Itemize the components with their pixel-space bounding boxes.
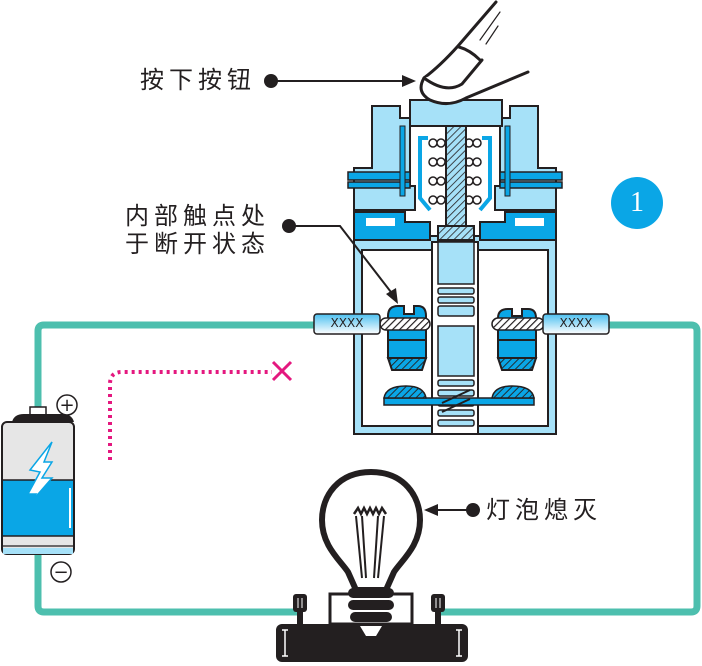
step-badge: 1 [611, 177, 663, 229]
wire-marks-right: XXXX [560, 316, 593, 330]
light-bulb-icon [276, 468, 468, 662]
contacts-leader [282, 219, 398, 304]
blocked-current-path [108, 360, 293, 460]
push-button-switch[interactable]: XXXX XXXX [313, 99, 610, 435]
contacts-label-line1: 内部触点处 [125, 202, 270, 230]
lamp-leader [424, 503, 480, 517]
negative-symbol: − [53, 562, 68, 583]
positive-symbol: + [59, 395, 74, 416]
positive-terminal-icon [56, 394, 78, 416]
press-button-label: 按下按钮 [140, 66, 256, 94]
press-button-leader [264, 74, 416, 88]
left-contact-screw [379, 305, 431, 371]
contacts-label-line2: 于断开状态 [125, 230, 270, 258]
lightning-icon [25, 441, 54, 509]
wire-marks-left: XXXX [331, 316, 364, 330]
right-contact-screw [491, 308, 545, 371]
return-spring [428, 138, 482, 205]
lamp-off-label: 灯泡熄灭 [486, 496, 602, 524]
negative-terminal-icon [50, 561, 72, 583]
finger-icon [419, 0, 530, 105]
battery-icon: + − [1, 394, 78, 583]
blocked-x-icon [271, 360, 293, 382]
